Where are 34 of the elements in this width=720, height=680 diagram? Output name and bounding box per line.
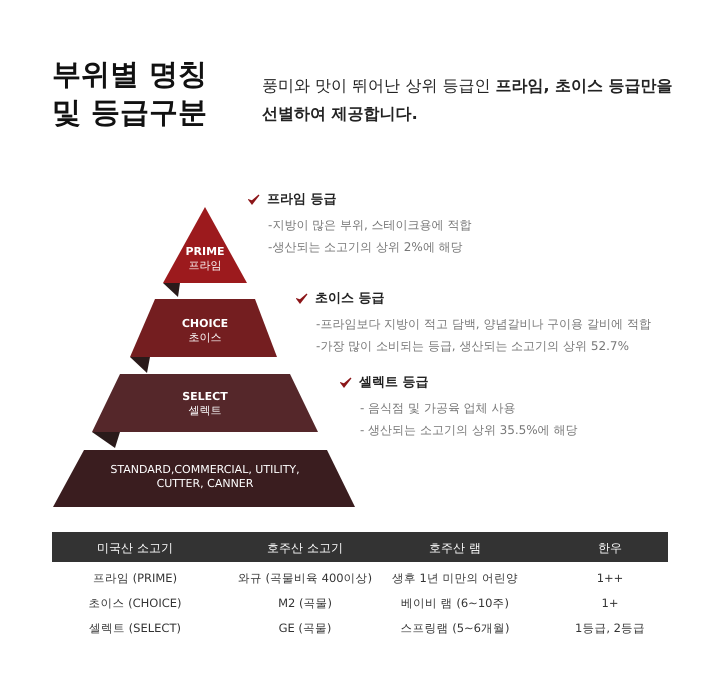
grade-description: -프라임보다 지방이 적고 담백, 양념갈비나 구이용 갈비에 적합: [316, 316, 651, 333]
table-cell-text: 1등급, 2등급: [574, 621, 646, 636]
table-cell-text: 스프링램 (5~6개월): [400, 621, 510, 636]
grade-heading: 프라임 등급: [267, 191, 337, 208]
tier-label: PRIME: [184, 245, 226, 259]
grade-description: -생산되는 소고기의 상위 2%에 해당: [268, 239, 463, 256]
grade-heading: 초이스 등급: [315, 290, 385, 307]
table-cell-text: 베이비 램 (6~10주): [400, 596, 510, 611]
tier-label: SELECT: [181, 390, 229, 404]
tier-label: CHOICE: [180, 317, 230, 331]
column-header: 호주산 소고기: [266, 540, 344, 557]
table-cell-text: GE (곡물): [278, 621, 332, 636]
grade-description: -지방이 많은 부위, 스테이크용에 적합: [268, 217, 472, 234]
intro-text: 풍미와 맛이 뛰어난 상위 등급인 프라임, 초이스 등급만을 선별하여 제공합니다.: [262, 75, 674, 125]
grade-description: - 음식점 및 가공육 업체 사용: [360, 400, 516, 417]
table-cell-text: 1++: [596, 571, 624, 585]
column-header: 호주산 램: [428, 540, 482, 557]
table-cell-text: 1+: [600, 596, 620, 610]
table-cell-text: 프라임 (PRIME): [92, 571, 178, 586]
column-header: 미국산 소고기: [96, 540, 174, 557]
table-cell-text: 와규 (곡물비육 400이상): [236, 571, 374, 586]
page-title: 부위별 명칭 및 등급구분: [52, 56, 208, 131]
grade-heading: 셀렉트 등급: [359, 374, 429, 391]
tier-label: 초이스: [188, 331, 222, 345]
grade-description: - 생산되는 소고기의 상위 35.5%에 해당: [360, 422, 578, 439]
grade-description: -가장 많이 소비되는 등급, 생산되는 소고기의 상위 52.7%: [316, 338, 629, 355]
tier-label: 셀렉트: [188, 404, 222, 418]
tier-label: STANDARD,COMMERCIAL, UTILITY, CUTTER, CANNER: [109, 463, 301, 491]
table-cell-text: 셀렉트 (SELECT): [88, 621, 182, 636]
tier-label: 프라임: [188, 259, 222, 273]
column-header: 한우: [597, 540, 623, 557]
table-cell-text: 초이스 (CHOICE): [87, 596, 183, 611]
table-cell-text: 생후 1년 미만의 어린양: [390, 571, 520, 586]
table-cell-text: M2 (곡물): [277, 596, 333, 611]
